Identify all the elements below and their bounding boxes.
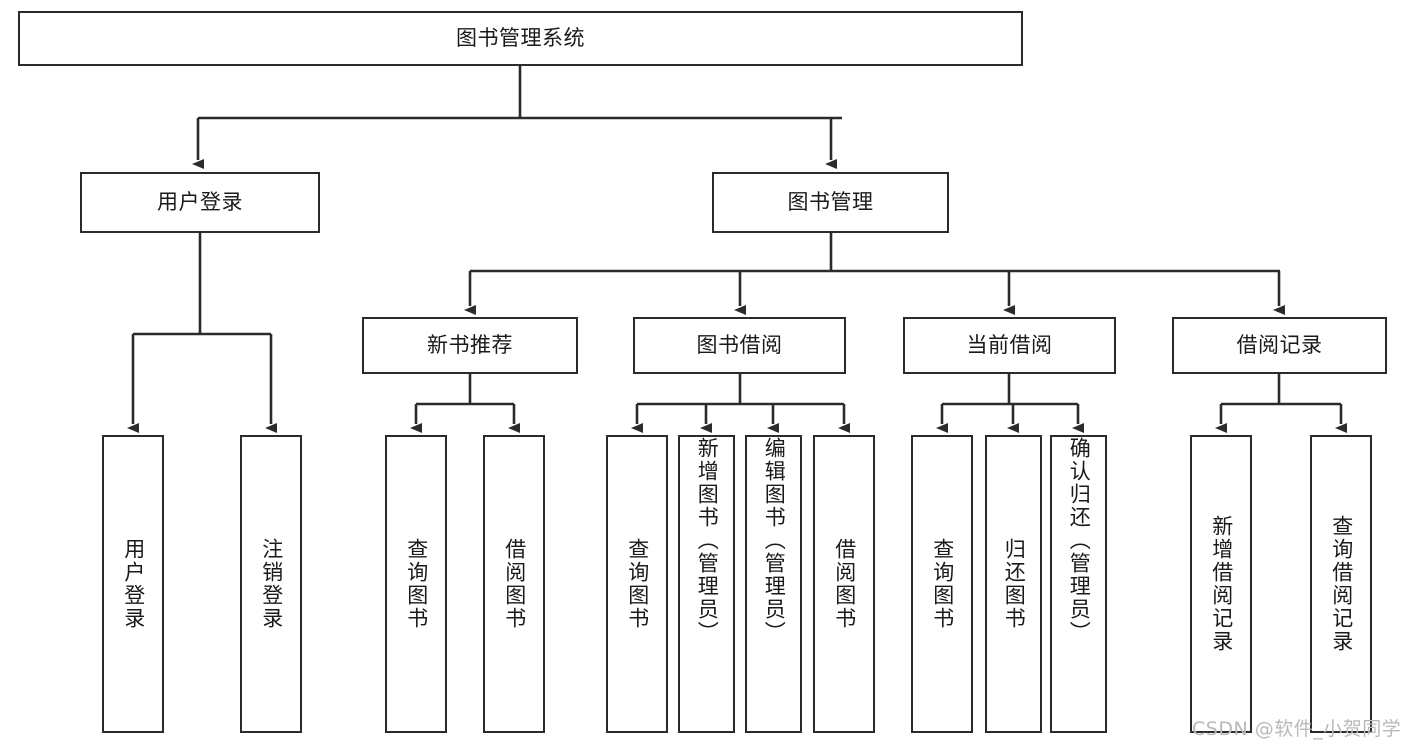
node-root-label: 图书管理系统	[456, 25, 585, 50]
node-leaf-query-book-3[interactable]: 查询图书	[911, 435, 973, 733]
node-leaf-return-book-label: 归还图书	[1002, 538, 1027, 630]
node-leaf-borrow-book-2[interactable]: 借阅图书	[813, 435, 875, 733]
node-book-manage[interactable]: 图书管理	[712, 172, 949, 233]
node-leaf-logout-login-label: 注销登录	[259, 538, 284, 630]
node-user-login[interactable]: 用户登录	[80, 172, 320, 233]
node-leaf-add-book-admin-label: 新增图书（管理员）	[695, 437, 720, 644]
node-borrow-record-label: 借阅记录	[1236, 332, 1323, 357]
node-leaf-user-login[interactable]: 用户登录	[102, 435, 164, 733]
node-leaf-add-borrow-record-label: 新增借阅记录	[1209, 515, 1234, 653]
node-leaf-query-book-1[interactable]: 查询图书	[385, 435, 447, 733]
node-leaf-query-book-1-label: 查询图书	[404, 538, 429, 630]
node-user-login-label: 用户登录	[157, 189, 243, 214]
node-leaf-borrow-book-2-label: 借阅图书	[832, 538, 857, 630]
node-leaf-logout-login[interactable]: 注销登录	[240, 435, 302, 733]
node-book-borrow-label: 图书借阅	[696, 332, 783, 357]
node-new-book-recommend[interactable]: 新书推荐	[362, 317, 578, 374]
node-leaf-confirm-return-admin[interactable]: 确认归还（管理员）	[1050, 435, 1107, 733]
node-leaf-query-book-2[interactable]: 查询图书	[606, 435, 668, 733]
node-borrow-record[interactable]: 借阅记录	[1172, 317, 1387, 374]
node-leaf-query-borrow-record[interactable]: 查询借阅记录	[1310, 435, 1372, 733]
node-leaf-edit-book-admin[interactable]: 编辑图书（管理员）	[745, 435, 802, 733]
node-leaf-query-book-2-label: 查询图书	[625, 538, 650, 630]
node-leaf-user-login-label: 用户登录	[121, 538, 146, 630]
node-current-borrow[interactable]: 当前借阅	[903, 317, 1116, 374]
node-leaf-borrow-book-1[interactable]: 借阅图书	[483, 435, 545, 733]
node-leaf-query-borrow-record-label: 查询借阅记录	[1329, 515, 1354, 653]
node-leaf-query-book-3-label: 查询图书	[930, 538, 955, 630]
node-leaf-edit-book-admin-label: 编辑图书（管理员）	[762, 437, 787, 644]
node-book-borrow[interactable]: 图书借阅	[633, 317, 846, 374]
node-leaf-return-book[interactable]: 归还图书	[985, 435, 1042, 733]
node-leaf-borrow-book-1-label: 借阅图书	[502, 538, 527, 630]
node-new-book-recommend-label: 新书推荐	[427, 332, 513, 357]
node-leaf-add-borrow-record[interactable]: 新增借阅记录	[1190, 435, 1252, 733]
node-current-borrow-label: 当前借阅	[966, 332, 1053, 357]
node-leaf-add-book-admin[interactable]: 新增图书（管理员）	[678, 435, 735, 733]
node-leaf-confirm-return-admin-label: 确认归还（管理员）	[1067, 437, 1092, 644]
node-root[interactable]: 图书管理系统	[18, 11, 1023, 66]
node-book-manage-label: 图书管理	[787, 189, 874, 214]
